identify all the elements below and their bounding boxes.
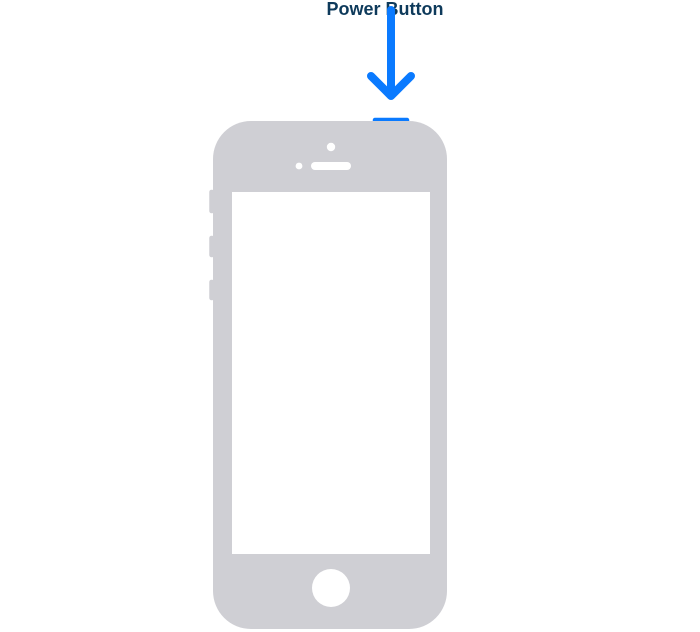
phone-screen [232, 192, 430, 554]
earpiece-speaker [311, 162, 351, 170]
power-button-label: Power Button [326, 0, 444, 19]
front-camera [326, 142, 336, 152]
proximity-sensor [295, 162, 303, 170]
callout-arrow [367, 6, 415, 100]
home-button [312, 569, 350, 607]
arrow-head [367, 72, 415, 100]
